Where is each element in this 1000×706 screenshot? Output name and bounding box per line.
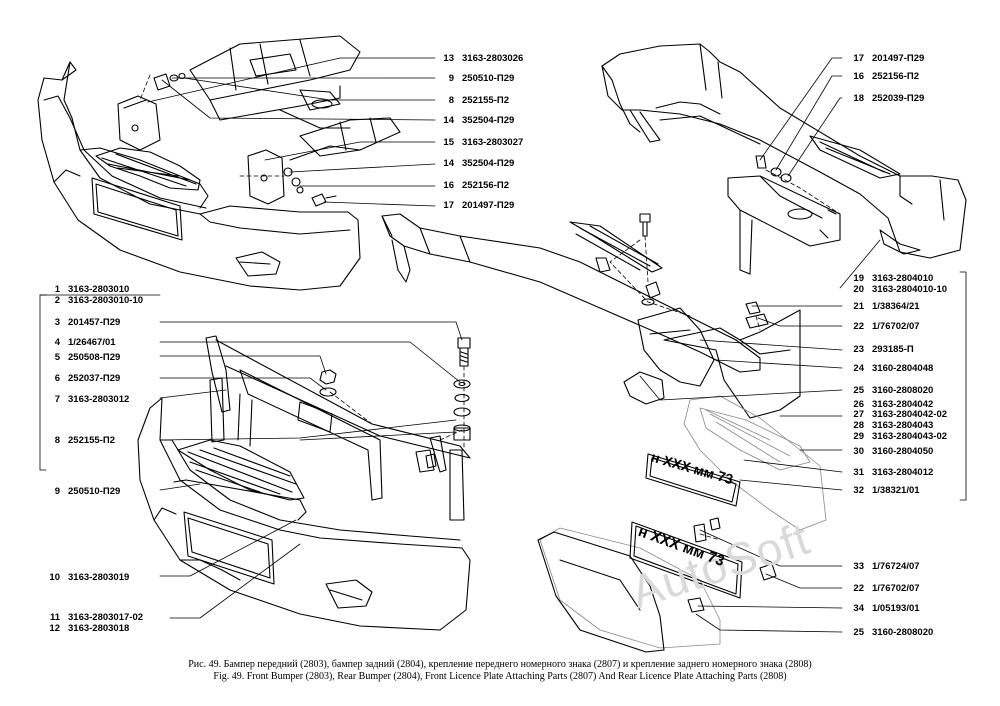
bracket-13 (117, 95, 161, 151)
chassis-front-lower (247, 117, 401, 205)
caption-en: Fig. 49. Front Bumper (2803), Rear Bumpe… (213, 671, 787, 682)
rear-fasteners (595, 155, 792, 613)
rear-bumper-top (601, 43, 967, 259)
rear-bumper-lower (539, 395, 827, 649)
chassis-front-upper (189, 35, 361, 129)
rear-bumper-beam (381, 213, 801, 419)
leaders-rear (639, 57, 967, 633)
plate-bracket (537, 531, 665, 653)
caption-ru: Рис. 49. Бампер передний (2803), бампер … (188, 659, 812, 670)
assembly-dashes-rear (609, 169, 841, 541)
leaders-front-lower (39, 294, 463, 619)
front-bumper-reinforcement (205, 335, 471, 521)
front-bumper-upper (37, 61, 361, 291)
front-licence-plate (629, 521, 743, 599)
front-bumper-lower (137, 397, 471, 631)
assembly-dashes-front (139, 74, 465, 451)
rear-frame (727, 175, 841, 275)
rear-licence-plate (645, 453, 741, 507)
leaders-front-upper (39, 57, 436, 296)
fastener-stack-front (319, 337, 471, 469)
